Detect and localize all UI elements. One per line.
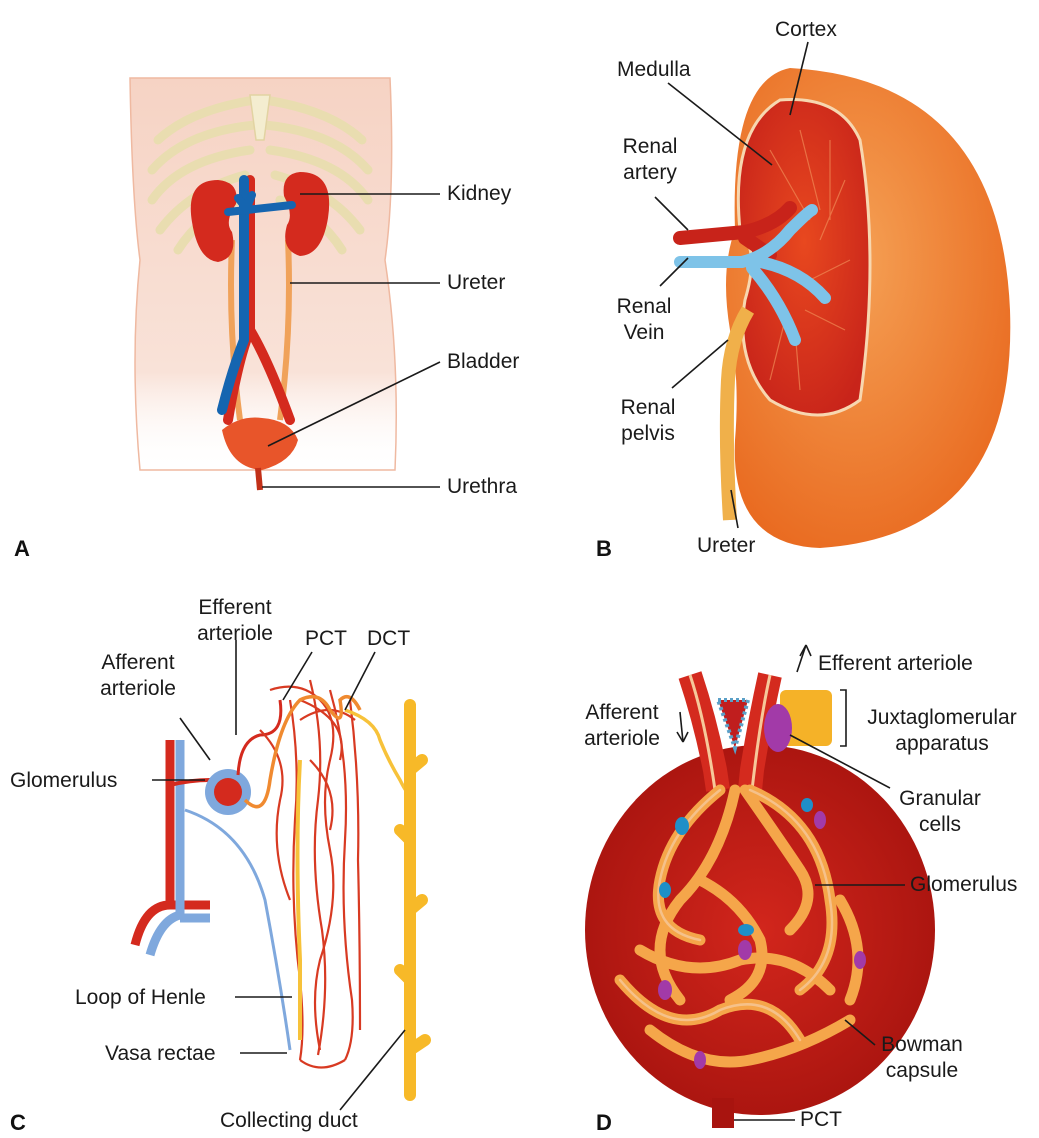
label-renal-vein: Renal Vein: [606, 294, 682, 346]
label-cortex: Cortex: [775, 17, 837, 43]
label-glomerulus-d: Glomerulus: [910, 872, 1017, 898]
label-pct-c: PCT: [305, 626, 347, 652]
panel-a-artwork: [130, 78, 440, 490]
label-loop-of-henle: Loop of Henle: [75, 985, 206, 1011]
label-vasa-rectae: Vasa rectae: [105, 1041, 216, 1067]
vasa-rectae: [185, 810, 290, 1050]
label-renal-pelvis: Renal pelvis: [610, 395, 686, 447]
capillary-network: [260, 680, 360, 1068]
label-renal-artery: Renal artery: [612, 134, 688, 186]
label-urethra: Urethra: [447, 474, 517, 500]
label-juxtaglomerular: Juxtaglomerular apparatus: [852, 705, 1032, 757]
pct-stem: [712, 1098, 734, 1128]
panel-b-artwork: [655, 42, 1010, 548]
label-ureter-b: Ureter: [697, 533, 755, 559]
label-glomerulus-c: Glomerulus: [10, 768, 117, 794]
artery-vertical: [135, 740, 170, 945]
label-ureter-a: Ureter: [447, 270, 505, 296]
panel-c-leaders: [152, 640, 405, 1110]
label-bowman-capsule: Bowman capsule: [872, 1032, 972, 1084]
label-granular-cells: Granular cells: [890, 786, 990, 838]
label-medulla: Medulla: [617, 57, 691, 83]
vein-vertical: [150, 740, 180, 955]
panel-letter-c: C: [10, 1110, 26, 1136]
granular-cells: [764, 704, 792, 752]
glomerulus-core: [214, 778, 242, 806]
macula-densa: [718, 700, 748, 748]
label-pct-d: PCT: [800, 1107, 842, 1133]
panel-c-artwork: [135, 640, 425, 1110]
panel-letter-b: B: [596, 536, 612, 562]
label-collecting-duct: Collecting duct: [220, 1108, 358, 1134]
label-efferent-arteriole-c: Efferent arteriole: [185, 595, 285, 647]
urethra-shape: [258, 468, 260, 490]
label-afferent-arteriole-d: Afferent arteriole: [572, 700, 672, 752]
label-dct: DCT: [367, 626, 410, 652]
loop-of-henle: [298, 760, 301, 1040]
label-kidney: Kidney: [447, 181, 511, 207]
label-afferent-arteriole-c: Afferent arteriole: [88, 650, 188, 702]
collecting-duct: [400, 705, 425, 1095]
panel-letter-a: A: [14, 536, 30, 562]
label-bladder: Bladder: [447, 349, 519, 375]
label-efferent-arteriole-d: Efferent arteriole: [818, 651, 973, 677]
panel-letter-d: D: [596, 1110, 612, 1136]
